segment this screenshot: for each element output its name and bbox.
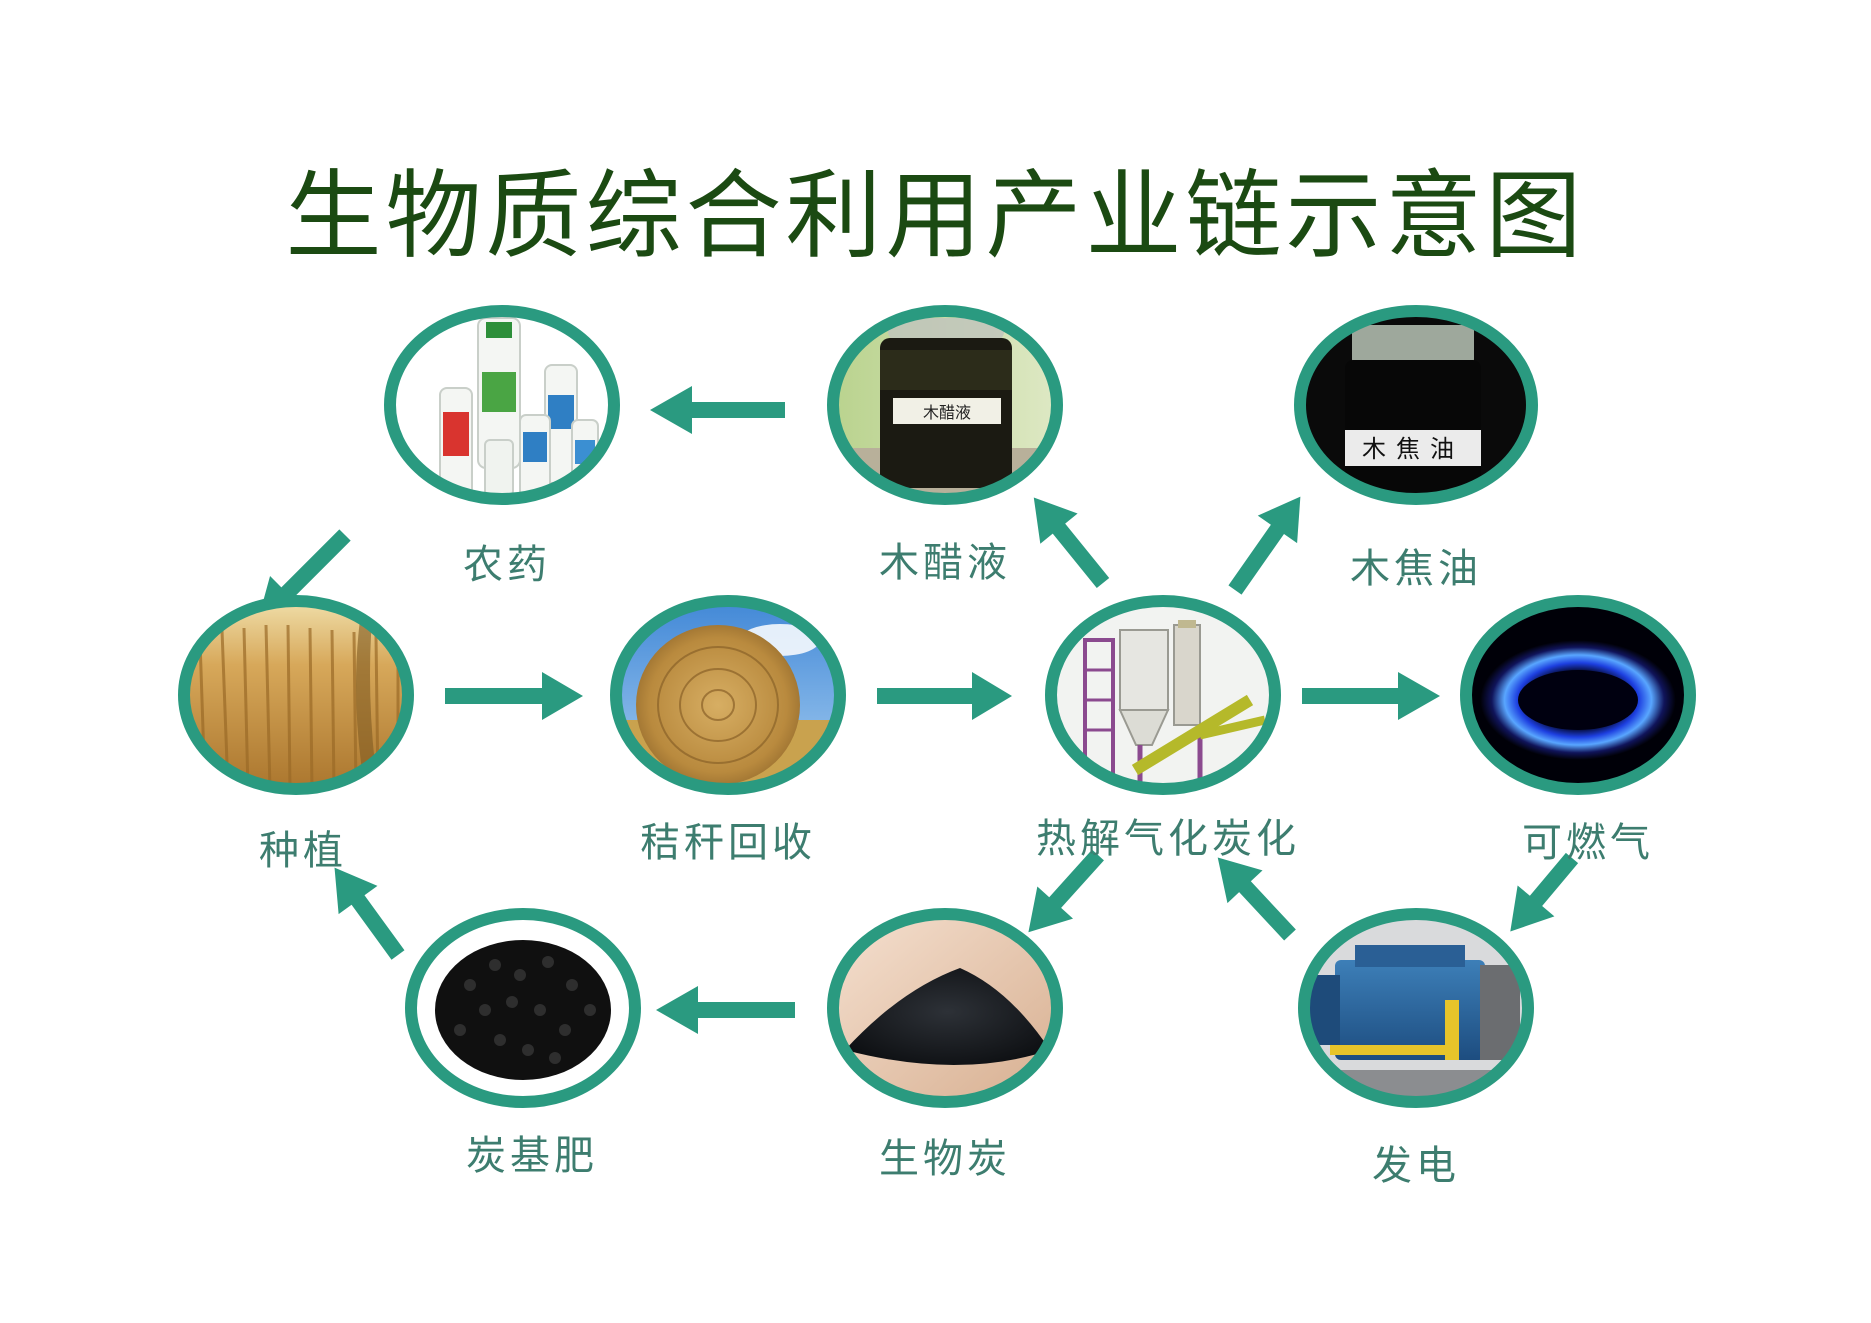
label-power-generation: 发电	[1236, 1133, 1596, 1191]
node-pesticide	[385, 305, 620, 505]
arrow-straw-to-pyrolysis	[877, 672, 1012, 720]
label-pyrolysis: 热解气化炭化	[988, 806, 1348, 864]
arrow-planting-to-straw	[445, 672, 583, 720]
node-pyrolysis	[1045, 595, 1285, 795]
node-carbon-fertilizer	[405, 908, 645, 1108]
wood-vinegar-jar-label: 木醋液	[923, 403, 971, 422]
label-carbon-fertilizer: 炭基肥	[352, 1123, 712, 1181]
node-planting	[180, 595, 415, 795]
label-planting: 种植	[123, 818, 483, 876]
node-straw-recycling	[610, 595, 850, 800]
node-power-generation	[1295, 908, 1535, 1110]
label-pesticide: 农药	[327, 532, 687, 590]
label-combustible-gas: 可燃气	[1408, 810, 1768, 868]
arrow-wood-vinegar-to-pesticide	[650, 386, 785, 434]
label-wood-tar: 木焦油	[1236, 536, 1596, 594]
node-wood-tar: 木焦油	[1295, 305, 1540, 505]
node-biochar	[825, 908, 1065, 1108]
node-combustible-gas	[1460, 595, 1700, 795]
arrow-biochar-to-fertilizer	[656, 986, 795, 1034]
label-straw-recycling: 秸秆回收	[548, 810, 908, 868]
arrow-pyrolysis-to-gas	[1302, 672, 1440, 720]
label-wood-vinegar: 木醋液	[765, 530, 1125, 588]
label-biochar: 生物炭	[765, 1126, 1125, 1184]
node-wood-vinegar: 木醋液	[825, 305, 1065, 508]
wood-tar-jar-label: 木焦油	[1362, 435, 1464, 463]
